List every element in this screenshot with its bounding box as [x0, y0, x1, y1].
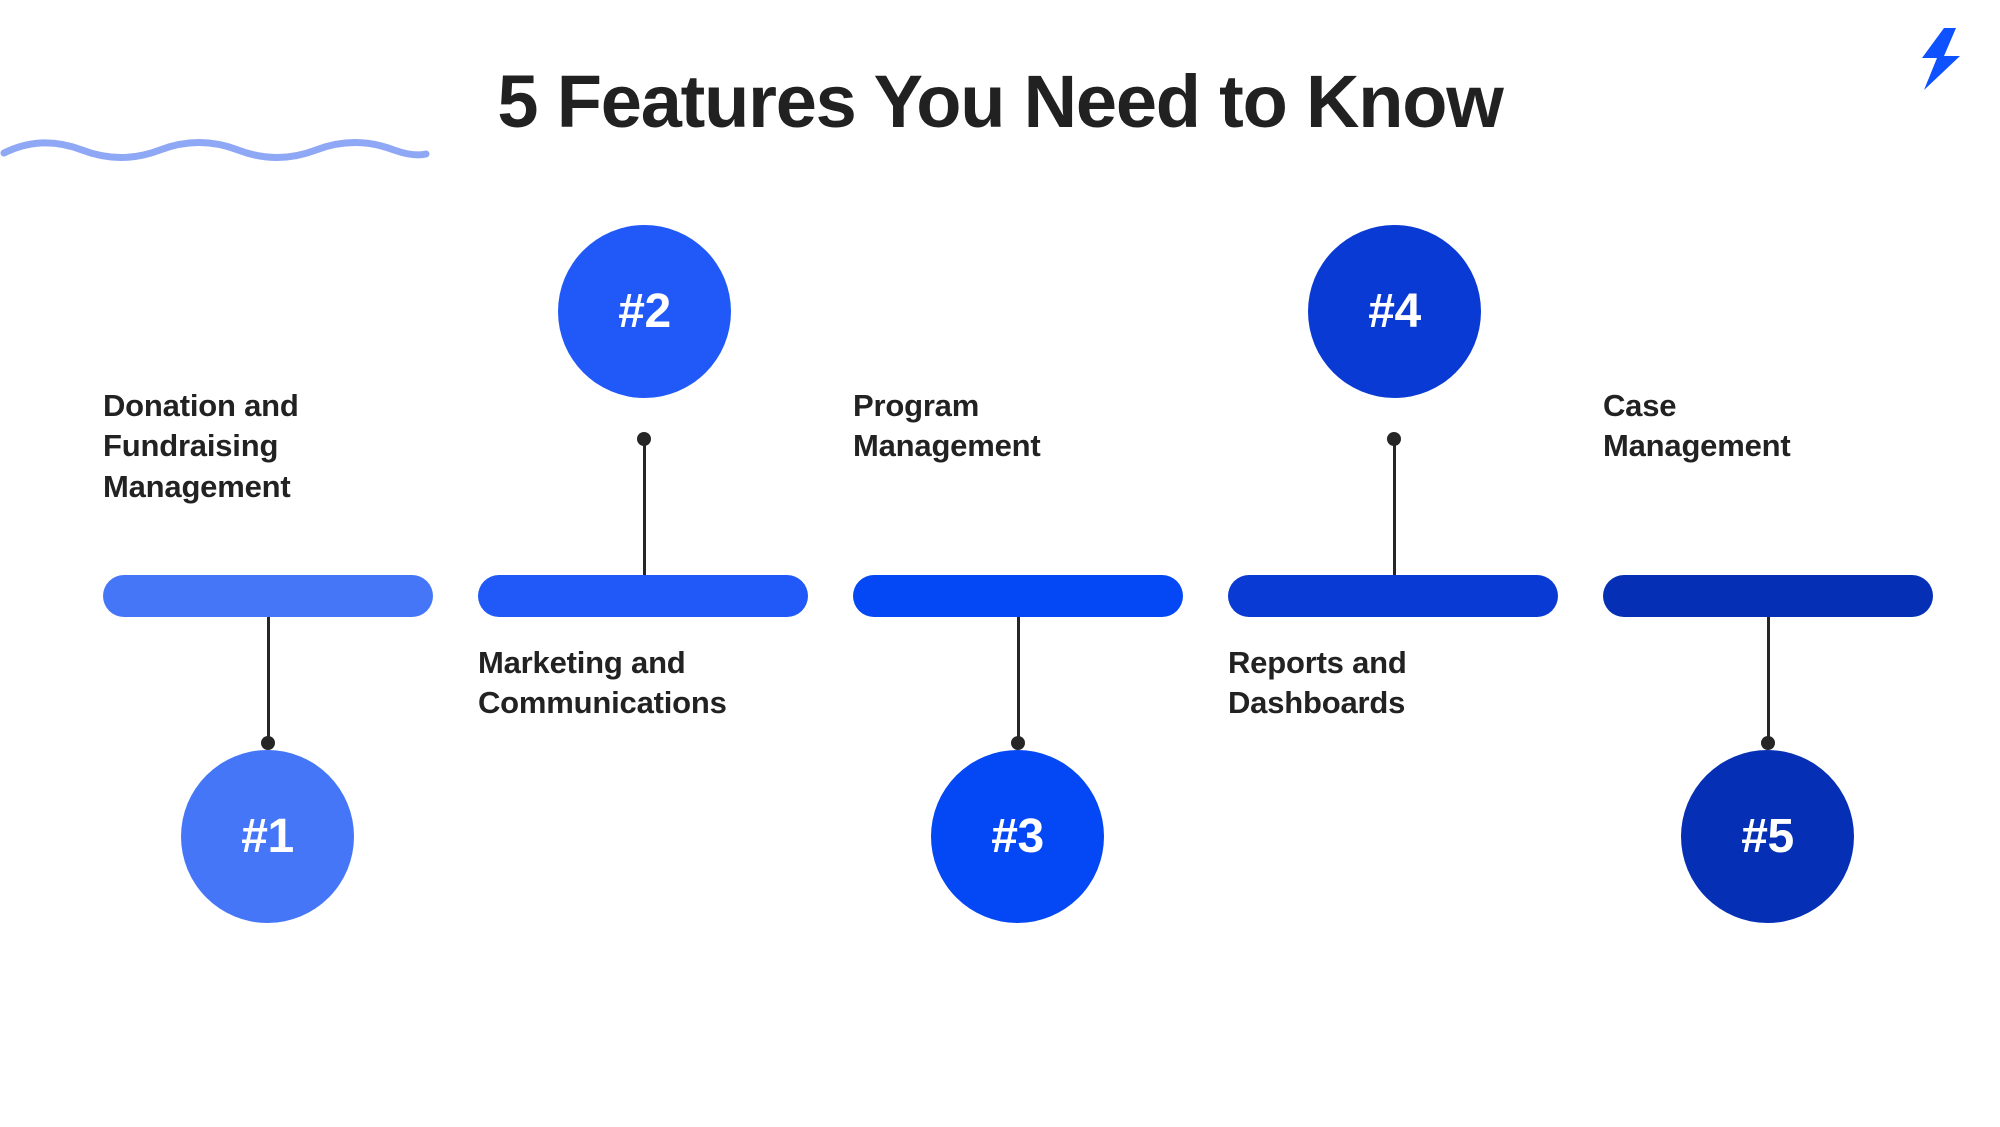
connector-line — [1393, 439, 1396, 575]
feature-connector-3 — [1011, 617, 1025, 750]
feature-bar-4 — [1228, 575, 1558, 617]
feature-connector-5 — [1761, 617, 1775, 750]
connector-line — [1017, 617, 1020, 737]
feature-label-5: Case Management — [1603, 388, 1791, 464]
feature-badge-3: #3 — [931, 750, 1104, 923]
connector-dot — [1761, 736, 1775, 750]
feature-label-3: Program Management — [853, 388, 1041, 464]
connector-dot — [1011, 736, 1025, 750]
connector-line — [643, 439, 646, 575]
feature-connector-1 — [261, 617, 275, 750]
connector-dot — [261, 736, 275, 750]
feature-badge-5: #5 — [1681, 750, 1854, 923]
feature-bar-1 — [103, 575, 433, 617]
feature-badge-1: #1 — [181, 750, 354, 923]
feature-badge-4: #4 — [1308, 225, 1481, 398]
lightning-bolt-logo — [1914, 28, 1968, 90]
feature-connector-4 — [1387, 432, 1401, 575]
feature-label-4: Reports and Dashboards — [1228, 645, 1407, 721]
feature-label-2: Marketing and Communications — [478, 645, 727, 721]
feature-badge-2: #2 — [558, 225, 731, 398]
page-title: 5 Features You Need to Know — [497, 60, 1503, 143]
feature-bar-5 — [1603, 575, 1933, 617]
feature-label-1: Donation and Fundraising Management — [103, 388, 299, 504]
connector-line — [267, 617, 270, 737]
feature-connector-2 — [637, 432, 651, 575]
feature-bar-3 — [853, 575, 1183, 617]
connector-line — [1767, 617, 1770, 737]
feature-bar-2 — [478, 575, 808, 617]
